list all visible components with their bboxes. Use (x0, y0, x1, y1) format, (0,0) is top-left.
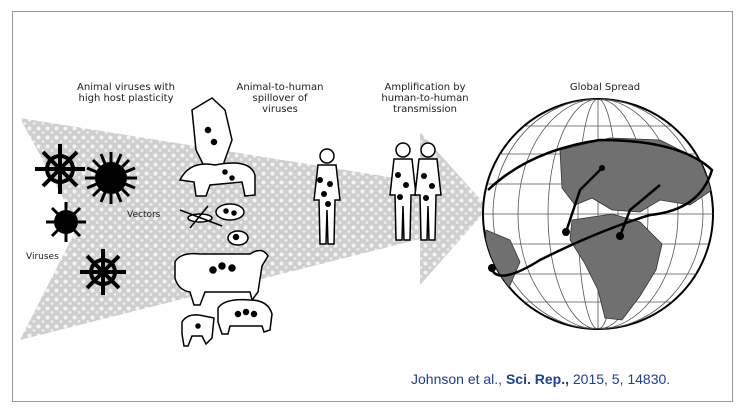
viruses-label: Viruses (26, 252, 59, 262)
stage-label-host-plasticity: Animal viruses with high host plasticity (66, 82, 186, 104)
virus-icon (46, 202, 86, 242)
stage-label-global-spread: Global Spread (550, 82, 660, 93)
citation-details: 2015, 5, 14830. (573, 371, 670, 387)
pig-icon (218, 300, 272, 334)
globe-icon (483, 99, 713, 329)
stage-label-amplification: Amplification by human-to-human transmis… (372, 82, 478, 115)
vectors-label: Vectors (127, 210, 160, 220)
stage-label-spillover: Animal-to-human spillover of viruses (230, 82, 330, 115)
citation-authors: Johnson et al., (411, 371, 502, 387)
tick-icon (216, 204, 244, 220)
citation-journal: Sci. Rep., (506, 371, 569, 387)
citation: Johnson et al., Sci. Rep., 2015, 5, 1483… (411, 371, 670, 387)
fly-icon (228, 231, 248, 245)
dog-icon (182, 315, 214, 346)
